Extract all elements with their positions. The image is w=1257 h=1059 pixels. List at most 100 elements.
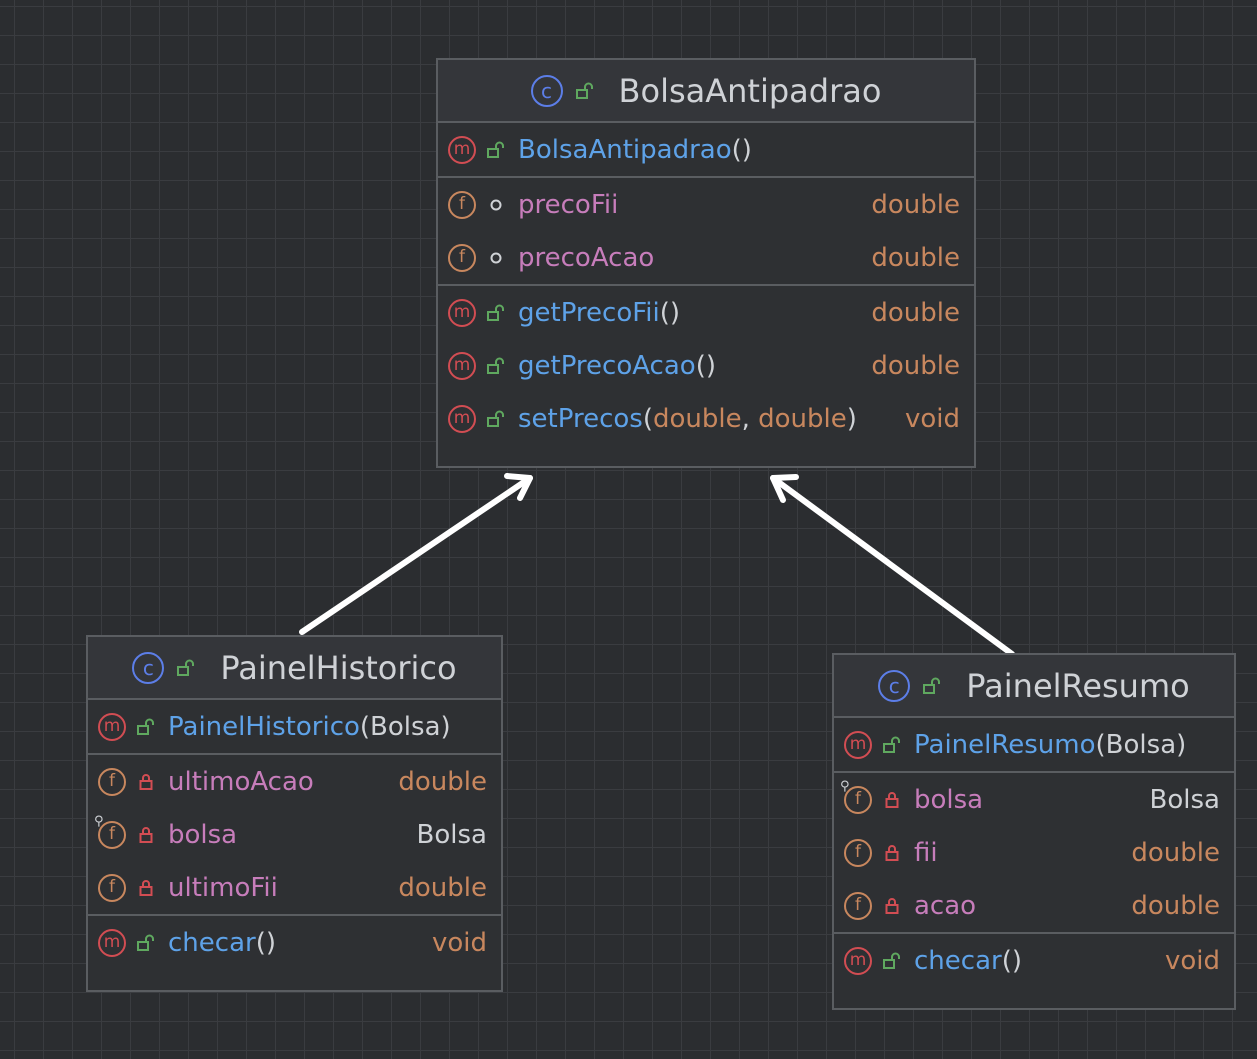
fields-section: f ultimoAcao double ⚲ f bolsa Bolsa f ult… [88, 755, 501, 916]
public-icon [486, 304, 506, 322]
private-lock-icon [136, 773, 156, 791]
field-row[interactable]: f ultimoFii double [88, 861, 501, 914]
public-icon [882, 952, 902, 970]
method-param-separator: , [741, 403, 759, 434]
field-name: bolsa [168, 819, 238, 850]
field-type: double [871, 242, 960, 273]
field-row[interactable]: f precoFii double [438, 178, 974, 231]
class-icon: c [878, 669, 911, 702]
package-private-icon [486, 198, 506, 212]
method-row[interactable]: m checar() void [834, 934, 1234, 987]
field-type: Bolsa [1149, 784, 1220, 815]
constructor-row[interactable]: m BolsaAntipadrao() [438, 123, 974, 176]
private-lock-icon [136, 879, 156, 897]
field-type: double [398, 766, 487, 797]
methods-section: m getPrecoFii() double m getPrecoAcao() … [438, 286, 974, 445]
public-icon [922, 677, 942, 695]
constructor-close-paren: ) [741, 134, 752, 165]
method-icon: m [448, 135, 476, 164]
method-params: () [659, 297, 681, 328]
field-name: bolsa [914, 784, 984, 815]
class-icon: c [132, 651, 165, 684]
field-type: double [871, 189, 960, 220]
field-name: fii [914, 837, 938, 868]
constructor-name: BolsaAntipadrao [518, 134, 732, 165]
public-icon [486, 410, 506, 428]
class-header: c PainelHistorico [88, 637, 501, 700]
field-icon-letter: f [109, 824, 115, 844]
field-name: precoFii [518, 189, 619, 220]
method-row[interactable]: m getPrecoFii() double [438, 286, 974, 339]
public-icon [176, 659, 196, 677]
link-icon: ⚲ [94, 813, 104, 829]
private-lock-icon [882, 791, 902, 809]
field-icon: ⚲f [840, 780, 872, 814]
constructor-row[interactable]: m PainelHistorico(Bolsa) [88, 700, 501, 753]
public-icon [136, 718, 156, 736]
field-name: ultimoAcao [168, 766, 314, 797]
method-icon: m [98, 928, 126, 957]
method-row[interactable]: m checar() void [88, 916, 501, 969]
field-name: acao [914, 890, 977, 921]
field-row[interactable]: ⚲f bolsa Bolsa [834, 773, 1234, 826]
field-row[interactable]: ⚲ f bolsa Bolsa [88, 808, 501, 861]
method-icon: m [98, 712, 126, 741]
method-icon: m [844, 946, 872, 975]
private-lock-icon [882, 844, 902, 862]
constructor-open-paren: ( [731, 134, 742, 165]
class-header: c BolsaAntipadrao [438, 60, 974, 123]
constructor-row[interactable]: m PainelResumo(Bolsa) [834, 718, 1234, 771]
method-return-type: void [431, 927, 487, 958]
arrow-resumo-to-bolsa [770, 475, 1015, 657]
class-name: PainelHistorico [220, 648, 457, 687]
field-type: double [1131, 837, 1220, 868]
method-name: checar [914, 945, 1002, 976]
class-name: PainelResumo [966, 666, 1190, 705]
method-return-type: double [871, 350, 960, 381]
class-card-bolsa-antipadrao[interactable]: c BolsaAntipadrao m BolsaAntipadrao() f … [436, 58, 976, 468]
field-row[interactable]: f precoAcao double [438, 231, 974, 284]
public-icon [136, 934, 156, 952]
method-name: getPrecoFii [518, 297, 660, 328]
public-icon [882, 736, 902, 754]
method-close-paren: ) [846, 403, 857, 434]
method-icon: m [448, 351, 476, 380]
class-header: c PainelResumo [834, 655, 1234, 718]
method-open-paren: ( [642, 403, 653, 434]
field-name: precoAcao [518, 242, 655, 273]
class-card-painel-historico[interactable]: c PainelHistorico m PainelHistorico(Bols… [86, 635, 503, 992]
method-params: () [255, 927, 276, 958]
method-return-type: void [1164, 945, 1220, 976]
field-icon: f [844, 891, 872, 920]
arrow-resumo-head [770, 474, 799, 503]
method-name: checar [168, 927, 256, 958]
method-row[interactable]: m setPrecos(double, double) void [438, 392, 974, 445]
link-icon: ⚲ [840, 778, 850, 794]
field-icon: f [98, 873, 126, 902]
field-name: ultimoFii [168, 872, 278, 903]
field-type: Bolsa [416, 819, 487, 850]
arrow-historico-head [504, 473, 533, 501]
field-row[interactable]: f ultimoAcao double [88, 755, 501, 808]
private-lock-icon [882, 897, 902, 915]
method-params: () [695, 350, 716, 381]
constructors-section: m BolsaAntipadrao() [438, 123, 974, 178]
public-icon [486, 141, 506, 159]
method-name: setPrecos [518, 403, 643, 434]
method-param-type: double [652, 403, 742, 434]
class-icon: c [530, 74, 563, 107]
field-row[interactable]: f acao double [834, 879, 1234, 932]
methods-section: m checar() void [834, 934, 1234, 987]
class-name: BolsaAntipadrao [618, 71, 882, 110]
class-card-painel-resumo[interactable]: c PainelResumo m PainelResumo(Bolsa) ⚲ f … [832, 653, 1236, 1010]
method-param-type: double [758, 403, 847, 434]
methods-section: m checar() void [88, 916, 501, 969]
constructor-params: (Bolsa) [359, 711, 451, 742]
method-row[interactable]: m getPrecoAcao() double [438, 339, 974, 392]
field-icon: f [98, 767, 126, 796]
field-icon-letter: f [855, 789, 861, 809]
method-icon: m [448, 404, 476, 433]
arrow-historico-to-bolsa [299, 475, 533, 635]
field-row[interactable]: f fii double [834, 826, 1234, 879]
